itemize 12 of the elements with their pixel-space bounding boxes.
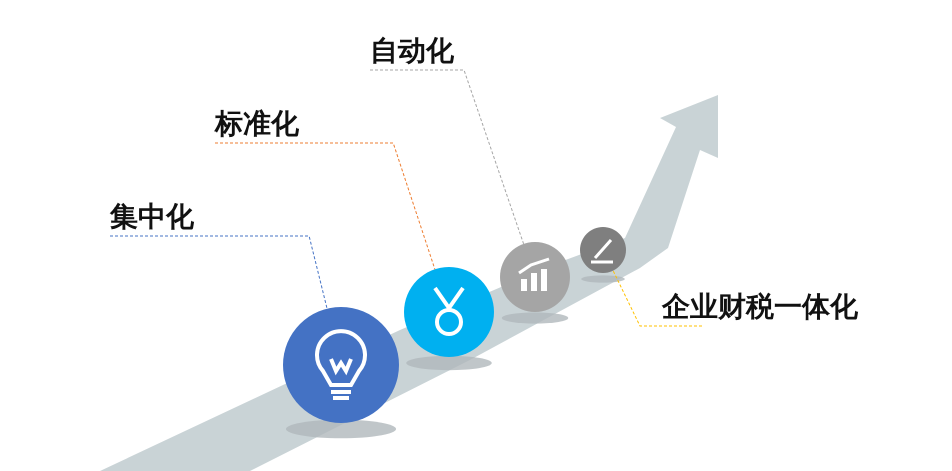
icon-circle (580, 227, 626, 273)
leader-line (110, 236, 328, 310)
stage-label: 标准化 (215, 107, 299, 141)
icon-circle (283, 307, 399, 423)
icon-circle (404, 267, 494, 357)
stage-label: 集中化 (110, 200, 194, 234)
leader-line (214, 142, 436, 270)
icon-circle (500, 242, 570, 312)
stage-label: 企业财税一体化 (662, 290, 858, 324)
stage-label: 自动化 (370, 34, 454, 68)
leader-line (612, 270, 702, 326)
leader-line (370, 70, 524, 244)
